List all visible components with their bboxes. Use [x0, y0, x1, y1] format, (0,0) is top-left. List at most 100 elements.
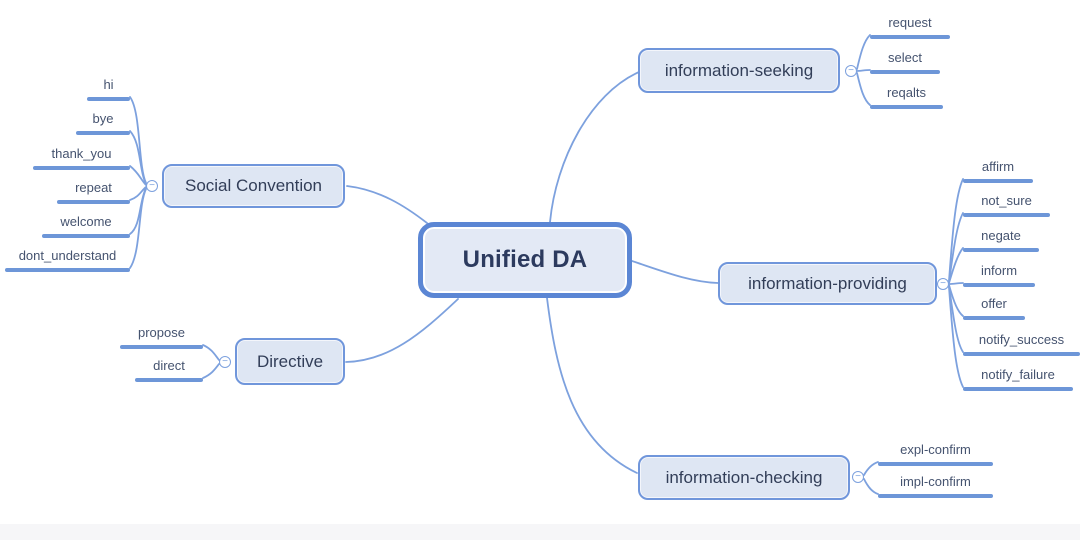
branch-label: information-checking	[665, 467, 823, 487]
edge-social-bye	[129, 130, 147, 185]
leaf-underline	[963, 352, 1080, 356]
leaf-underline	[963, 283, 1035, 287]
edge-directive-propose	[202, 344, 220, 361]
leaf-underline	[963, 213, 1050, 217]
minus-icon: −	[940, 277, 946, 289]
branch-label: Social Convention	[184, 176, 323, 195]
leaf-label: affirm	[981, 159, 1015, 174]
leaf-node-inform[interactable]: inform	[963, 263, 1035, 287]
leaf-label: inform	[980, 263, 1018, 278]
collapse-toggle-directive[interactable]: −	[219, 356, 231, 368]
branch-node-information-providing[interactable]: information-providing	[718, 262, 937, 305]
leaf-node-direct[interactable]: direct	[135, 358, 203, 382]
collapse-toggle-information-checking[interactable]: −	[852, 471, 864, 483]
leaf-label: notify_success	[978, 332, 1065, 347]
edge-social-thank-you	[129, 165, 147, 186]
branch-label: information-providing	[748, 273, 907, 293]
leaf-label: offer	[981, 296, 1007, 311]
branch-node-social-convention[interactable]: Social Convention	[162, 164, 345, 208]
leaf-node-impl-confirm[interactable]: impl-confirm	[878, 474, 993, 498]
branch-label: information-seeking	[664, 60, 814, 80]
leaf-node-bye[interactable]: bye	[76, 111, 130, 135]
leaf-label: impl-confirm	[900, 474, 971, 489]
leaf-underline	[963, 179, 1033, 183]
leaf-node-hi[interactable]: hi	[87, 77, 130, 101]
leaf-underline	[878, 462, 993, 466]
branch-node-information-seeking[interactable]: information-seeking	[638, 48, 840, 93]
leaf-label: request	[888, 15, 932, 30]
edge-providing-not-sure	[948, 212, 964, 283]
leaf-underline	[870, 105, 943, 109]
leaf-label: not_sure	[981, 193, 1032, 208]
edge-checking-expl-confirm	[863, 461, 879, 476]
branch-node-directive[interactable]: Directive	[235, 338, 345, 385]
leaf-underline	[57, 200, 130, 204]
leaf-label: hi	[103, 77, 114, 92]
leaf-underline	[76, 131, 130, 135]
central-node-label: Unified DA	[462, 246, 588, 273]
leaf-node-offer[interactable]: offer	[963, 296, 1025, 320]
leaf-underline	[963, 248, 1039, 252]
edge-providing-negate	[948, 247, 964, 284]
leaf-label: notify_failure	[981, 367, 1055, 382]
leaf-label: direct	[153, 358, 185, 373]
edge-directive-direct	[202, 363, 220, 379]
leaf-underline	[963, 316, 1025, 320]
leaf-node-welcome[interactable]: welcome	[42, 214, 130, 238]
leaf-label: negate	[981, 228, 1021, 243]
leaf-underline	[5, 268, 130, 272]
leaf-label: bye	[92, 111, 114, 126]
leaf-label: dont_understand	[18, 248, 117, 263]
minus-icon: −	[149, 179, 155, 191]
leaf-node-notify-success[interactable]: notify_success	[963, 332, 1080, 356]
leaf-underline	[120, 345, 203, 349]
minus-icon: −	[848, 64, 854, 76]
edge-seeking-request	[856, 34, 871, 70]
leaf-label: select	[888, 50, 922, 65]
leaf-underline	[870, 35, 950, 39]
collapse-toggle-information-providing[interactable]: −	[937, 278, 949, 290]
leaf-underline	[33, 166, 130, 170]
leaf-node-request[interactable]: request	[870, 15, 950, 39]
leaf-node-repeat[interactable]: repeat	[57, 180, 130, 204]
leaf-node-propose[interactable]: propose	[120, 325, 203, 349]
edge-seeking-select	[856, 69, 871, 72]
leaf-node-not-sure[interactable]: not_sure	[963, 193, 1050, 217]
edge-central-directive	[345, 298, 459, 363]
leaf-underline	[870, 70, 940, 74]
branch-node-information-checking[interactable]: information-checking	[638, 455, 850, 500]
leaf-node-negate[interactable]: negate	[963, 228, 1039, 252]
leaf-node-dont-understand[interactable]: dont_understand	[5, 248, 130, 272]
edge-central-checking	[546, 297, 638, 474]
leaf-node-affirm[interactable]: affirm	[963, 159, 1033, 183]
edge-central-social	[346, 185, 428, 224]
central-node-unified-da[interactable]: Unified DA	[418, 222, 632, 298]
leaf-underline	[878, 494, 993, 498]
edge-social-hi	[129, 96, 147, 184]
edge-social-dont-understand	[129, 188, 147, 269]
leaf-node-select[interactable]: select	[870, 50, 940, 74]
leaf-label: thank_you	[51, 146, 112, 161]
collapse-toggle-information-seeking[interactable]: −	[845, 65, 857, 77]
edge-checking-impl-confirm	[863, 478, 879, 495]
leaf-label: propose	[138, 325, 185, 340]
leaf-underline	[42, 234, 130, 238]
edge-seeking-reqalts	[856, 72, 871, 106]
leaf-node-thank-you[interactable]: thank_you	[33, 146, 130, 170]
collapse-toggle-social-convention[interactable]: −	[146, 180, 158, 192]
leaf-label: repeat	[75, 180, 112, 195]
leaf-underline	[963, 387, 1073, 391]
leaf-label: expl-confirm	[900, 442, 971, 457]
branch-label: Directive	[256, 351, 324, 371]
edge-providing-affirm	[948, 178, 964, 282]
minus-icon: −	[855, 470, 861, 482]
edge-providing-inform	[948, 282, 964, 285]
leaf-node-expl-confirm[interactable]: expl-confirm	[878, 442, 993, 466]
leaf-node-reqalts[interactable]: reqalts	[870, 85, 943, 109]
bottom-strip	[0, 524, 1080, 540]
leaf-underline	[135, 378, 203, 382]
edge-central-providing	[631, 260, 719, 284]
leaf-node-notify-failure[interactable]: notify_failure	[963, 367, 1073, 391]
